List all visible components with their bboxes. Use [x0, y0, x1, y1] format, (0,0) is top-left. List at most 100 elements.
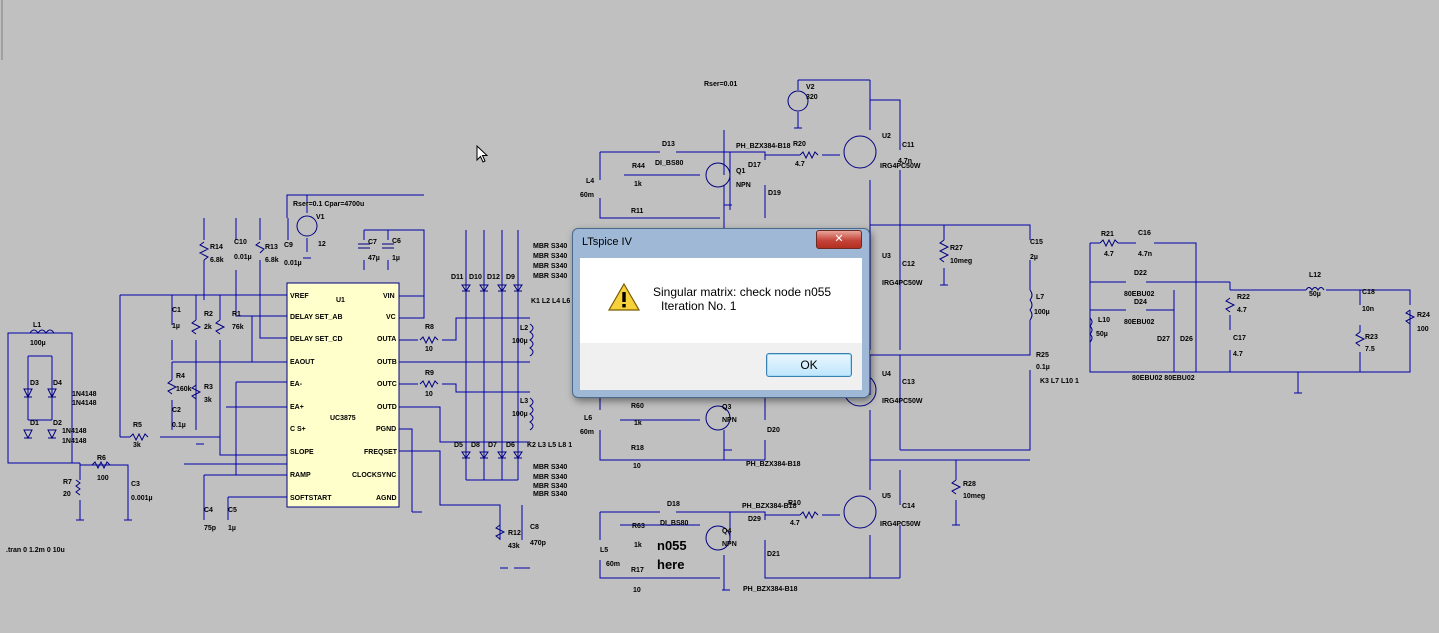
svg-text:FREQSET: FREQSET — [364, 449, 398, 456]
svg-text:RAMP: RAMP — [290, 472, 311, 479]
ic-part: UC3875 — [330, 415, 356, 422]
svg-text:NPN: NPN — [736, 182, 751, 189]
svg-text:C2: C2 — [172, 407, 181, 414]
dialog-titlebar[interactable]: LTspice IV ✕ — [573, 229, 869, 255]
svg-text:1k: 1k — [634, 181, 642, 188]
svg-text:C13: C13 — [902, 379, 915, 386]
svg-text:R18: R18 — [631, 445, 644, 452]
svg-text:D27: D27 — [1157, 336, 1170, 343]
svg-text:L6: L6 — [584, 415, 592, 422]
svg-text:100µ: 100µ — [512, 411, 528, 418]
svg-text:10: 10 — [425, 391, 433, 398]
svg-text:10: 10 — [425, 346, 433, 353]
svg-text:EAOUT: EAOUT — [290, 359, 315, 366]
svg-text:C10: C10 — [234, 239, 247, 246]
svg-text:1k: 1k — [634, 420, 642, 427]
svg-text:4.7n: 4.7n — [1138, 251, 1152, 258]
dialog-title: LTspice IV — [582, 236, 632, 248]
svg-text:K2 L3 L5 L8 1: K2 L3 L5 L8 1 — [527, 442, 572, 449]
svg-text:1N4148: 1N4148 — [62, 428, 87, 435]
dialog-footer: OK — [580, 343, 862, 390]
svg-text:D21: D21 — [767, 551, 780, 558]
svg-text:C5: C5 — [228, 507, 237, 514]
svg-text:R23: R23 — [1365, 334, 1378, 341]
svg-text:SLOPE: SLOPE — [290, 449, 314, 456]
svg-text:60m: 60m — [580, 429, 594, 436]
svg-text:100µ: 100µ — [512, 338, 528, 345]
svg-text:10: 10 — [633, 463, 641, 470]
svg-text:1N4148: 1N4148 — [62, 438, 87, 445]
svg-text:R2: R2 — [204, 311, 213, 318]
svg-text:Q1: Q1 — [736, 168, 745, 175]
supply-v1 — [286, 194, 425, 319]
svg-text:U4: U4 — [882, 371, 891, 378]
gate-driver-mid — [599, 355, 1030, 526]
svg-text:470p: 470p — [530, 540, 546, 547]
svg-text:R1: R1 — [232, 311, 241, 318]
svg-text:NPN: NPN — [722, 417, 737, 424]
svg-text:C12: C12 — [902, 261, 915, 268]
svg-text:80EBU02 80EBU02: 80EBU02 80EBU02 — [1132, 375, 1195, 382]
svg-text:C15: C15 — [1030, 239, 1043, 246]
svg-text:D29: D29 — [748, 516, 761, 523]
dialog-iteration: Iteration No. 1 — [661, 299, 737, 313]
svg-text:R17: R17 — [631, 567, 644, 574]
resistors — [129, 241, 1416, 540]
svg-text:L12: L12 — [1309, 272, 1321, 279]
svg-text:R20: R20 — [793, 141, 806, 148]
svg-text:60m: 60m — [580, 192, 594, 199]
svg-text:MBR S340: MBR S340 — [533, 474, 567, 481]
svg-text:4.7: 4.7 — [1237, 307, 1247, 314]
svg-text:MBR S340: MBR S340 — [533, 464, 567, 471]
svg-text:n055: n055 — [657, 538, 687, 553]
svg-text:47µ: 47µ — [368, 255, 380, 262]
svg-text:EA+: EA+ — [290, 404, 304, 411]
svg-text:1N4148: 1N4148 — [72, 400, 97, 407]
simulation-directive: .tran 0 1.2m 0 10u — [6, 547, 65, 554]
svg-text:R22: R22 — [1237, 294, 1250, 301]
svg-text:4.7: 4.7 — [1104, 251, 1114, 258]
ic-uc3875[interactable] — [286, 282, 400, 508]
ok-button[interactable]: OK — [766, 353, 852, 377]
svg-text:D5: D5 — [454, 442, 463, 449]
svg-text:R8: R8 — [425, 324, 434, 331]
svg-text:R13: R13 — [265, 244, 278, 251]
svg-text:75p: 75p — [204, 525, 216, 532]
svg-text:R63: R63 — [632, 523, 645, 530]
svg-text:D9: D9 — [506, 274, 515, 281]
svg-text:20: 20 — [63, 491, 71, 498]
svg-text:6.8k: 6.8k — [210, 257, 224, 264]
svg-text:4.7n: 4.7n — [898, 158, 912, 165]
svg-text:here: here — [657, 557, 684, 572]
svg-text:OUTC: OUTC — [377, 381, 397, 388]
svg-text:100: 100 — [97, 475, 109, 482]
svg-text:D2: D2 — [53, 420, 62, 427]
svg-text:DELAY SET_CD: DELAY SET_CD — [290, 336, 343, 343]
svg-text:OUTD: OUTD — [377, 404, 397, 411]
svg-text:0.001µ: 0.001µ — [131, 495, 153, 502]
svg-text:R11: R11 — [631, 208, 644, 215]
close-button[interactable]: ✕ — [816, 230, 862, 249]
svg-text:U5: U5 — [882, 493, 891, 500]
svg-text:60m: 60m — [606, 561, 620, 568]
svg-text:MBR S340: MBR S340 — [533, 263, 567, 270]
svg-text:C3: C3 — [131, 481, 140, 488]
node-annotation: n055 here — [657, 538, 687, 572]
svg-text:K1 L2 L4 L6 1: K1 L2 L4 L6 1 — [531, 298, 576, 305]
svg-text:DELAY SET_AB: DELAY SET_AB — [290, 314, 343, 321]
svg-text:D24: D24 — [1134, 299, 1147, 306]
svg-text:C18: C18 — [1362, 289, 1375, 296]
svg-text:0.1µ: 0.1µ — [172, 422, 186, 429]
svg-text:D11: D11 — [451, 274, 464, 281]
svg-text:43k: 43k — [508, 543, 520, 550]
svg-text:50µ: 50µ — [1309, 291, 1321, 298]
svg-text:R4: R4 — [176, 373, 185, 380]
svg-text:C17: C17 — [1233, 335, 1246, 342]
svg-text:MBR S340: MBR S340 — [533, 253, 567, 260]
svg-text:IRG4PC50W: IRG4PC50W — [880, 521, 921, 528]
power-stage-middle — [869, 225, 1033, 451]
svg-text:D19: D19 — [768, 190, 781, 197]
svg-text:L7: L7 — [1036, 294, 1044, 301]
svg-text:80EBU02: 80EBU02 — [1124, 319, 1154, 326]
